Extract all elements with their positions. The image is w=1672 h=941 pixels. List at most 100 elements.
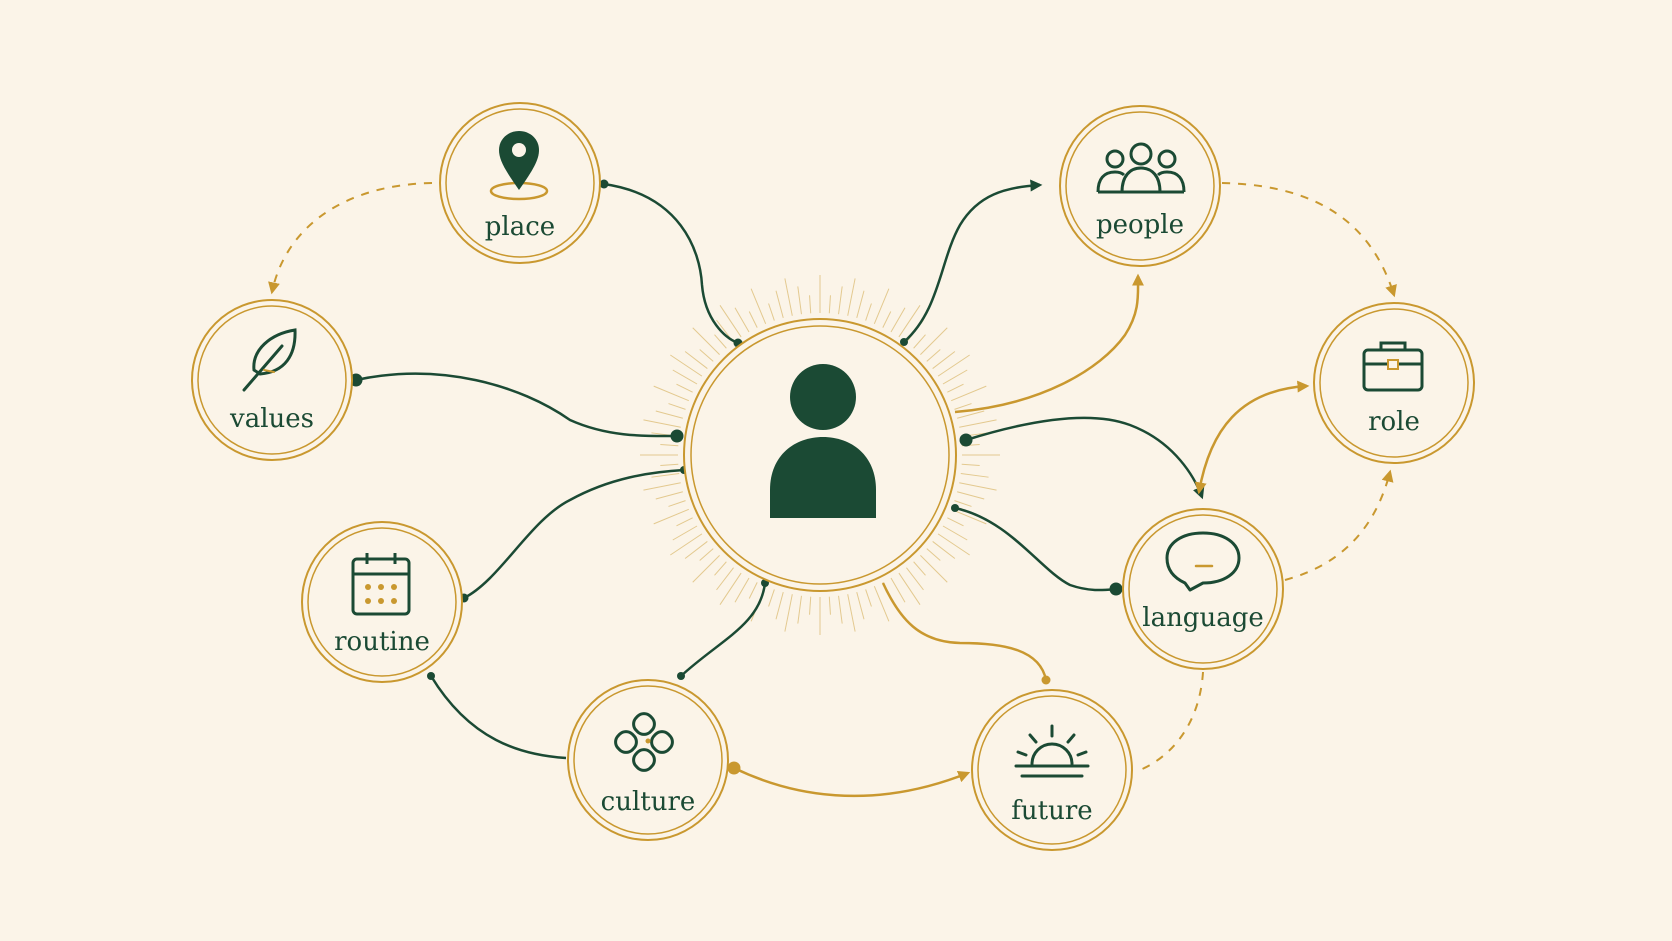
center-ray [768,303,775,321]
node-label-people: people [1096,210,1184,240]
speech-bubble-icon [1165,531,1241,592]
sunrise-icon [1014,724,1090,778]
center-ray [906,567,924,591]
node-label-future: future [1011,796,1092,826]
center-ray [947,383,964,393]
center-ray [775,290,784,318]
connector-center-people-gold [954,273,1145,414]
connector-center-language-lower [954,506,1117,592]
center-ray [784,594,793,632]
center-ray [676,383,693,393]
center-ray [643,482,681,491]
center-ray [684,541,708,559]
center-ray [668,500,686,507]
center-ray [856,592,865,620]
center-ray [932,541,956,559]
center-ray [734,577,750,603]
connector-culture-center [680,582,767,677]
briefcase-icon [1362,341,1424,392]
center-ray [950,508,987,525]
connector-language-role-gold [1194,380,1310,495]
center-ray [714,561,727,576]
center-ray [865,589,872,607]
center-ray [947,517,964,527]
center-ray [950,385,987,402]
center-ray [660,463,679,466]
center-ray [828,295,831,314]
center-ray [651,473,680,478]
center-ray [734,307,750,333]
node-role: role [1313,302,1475,464]
center-ray [926,349,941,362]
center-ray [699,548,714,561]
center-ray [660,444,679,447]
center-ray [716,567,734,591]
center-ray [699,349,714,362]
connector-center-people [903,179,1043,343]
center-ray [942,369,968,385]
connector-place-center [603,182,739,345]
center-ray [890,307,906,333]
center-ray [672,369,698,385]
center-ray [784,278,793,316]
connector-center-future [881,582,1048,681]
center-ray [653,385,690,402]
center-ray [898,305,921,338]
connector-dot [951,504,959,512]
center-ray [913,561,926,576]
center-ray [957,410,985,419]
connector-dot [959,433,973,447]
center-ray [890,577,906,603]
center-ray [954,500,972,507]
connector-center-language [965,416,1205,500]
connector-dot [727,761,741,775]
center-ray [809,596,812,615]
node-future: future [971,689,1133,851]
connector-culture-future [733,766,971,798]
connector-dot [1041,675,1051,685]
center-ray [797,286,802,315]
center-ray [959,482,997,491]
connector-dot [670,429,684,443]
center-ray [937,533,970,556]
center-ray [714,334,727,349]
center-ray [750,288,767,325]
connector-dot [427,672,435,680]
node-culture: culture [567,679,729,841]
center-ray [937,354,970,377]
group-icon [1096,142,1186,194]
node-label-role: role [1368,407,1420,437]
center-ray [797,595,802,624]
connector-dot [900,338,908,346]
connector-language-role [1284,469,1394,581]
center-ray [873,288,890,325]
center-ray [684,351,708,369]
node-language: language [1122,508,1284,670]
center-ray [809,295,812,314]
connector-place-values [268,182,433,295]
center-ray [670,533,703,556]
person-icon [770,364,876,518]
center-ray [926,548,941,561]
center-ray [643,419,681,428]
center-ray [920,555,948,583]
center-ray [932,351,956,369]
map-pin-icon [489,131,549,201]
center-ray [748,311,758,328]
node-label-routine: routine [334,627,430,657]
node-label-culture: culture [601,787,696,817]
knot-icon [614,712,674,772]
center-ray [961,463,980,466]
connector-dot [599,179,609,189]
center-ray [692,327,720,355]
connector-routine-center [463,468,685,600]
center-ray [692,555,720,583]
node-place: place [439,102,601,264]
center-ray [748,582,758,599]
center-ray [655,491,683,500]
center-ray [942,525,968,541]
node-routine: routine [301,521,463,683]
connector-dot [1109,582,1123,596]
center-ray [655,410,683,419]
